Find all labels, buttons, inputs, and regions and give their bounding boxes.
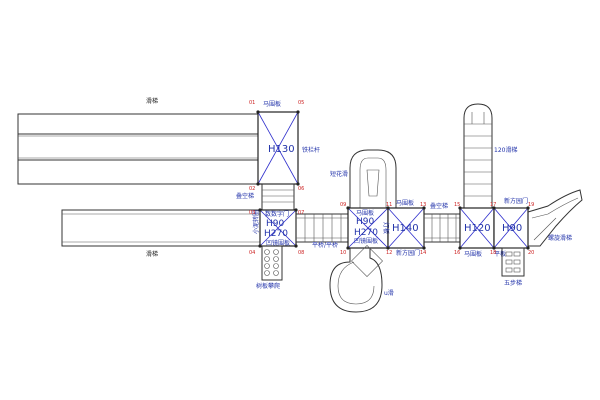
height-h90-right: H90: [502, 223, 522, 234]
u-slide: [329, 245, 383, 313]
mawei-label-1: 马围板: [263, 100, 281, 108]
tielan-label: 铁栏杆: [302, 146, 320, 154]
height-h130: H130: [268, 144, 295, 155]
point-16: 16: [454, 250, 460, 256]
point-06: 06: [298, 186, 304, 192]
point-05: 05: [298, 100, 304, 106]
pingqiao-label: 平桥/平桥: [312, 241, 338, 249]
point-03: 03: [249, 210, 255, 216]
point-15: 15: [454, 202, 460, 208]
dieceng-label-2: 叠空梯: [430, 202, 448, 210]
shuban-label: 树板攀爬: [256, 282, 280, 290]
tube-slide-label: 120滑梯: [494, 146, 517, 154]
bridge-right: [423, 213, 461, 243]
point-18: 18: [490, 250, 496, 256]
point-17: 17: [490, 202, 496, 208]
top-slide: [17, 113, 259, 185]
huaban-label: 平板: [494, 250, 506, 258]
xuanzhuan-label: 螺旋滑梯: [548, 234, 572, 242]
point-20: 20: [528, 250, 534, 256]
height-h270-middle: H270: [354, 228, 378, 238]
height-h90-middle: H90: [356, 217, 374, 227]
stair-connector: [261, 183, 295, 211]
mawei-label-4: 马围板: [464, 250, 482, 258]
point-07: 07: [298, 210, 304, 216]
point-01: 01: [249, 100, 255, 106]
bottom-slide-label: 滑梯: [146, 250, 158, 258]
top-slide-label: 滑梯: [146, 97, 158, 105]
height-h270-left: H270: [264, 229, 288, 239]
dengpai-label: 灯板: [382, 222, 390, 234]
platform-h90-left: [259, 209, 297, 247]
point-19: 19: [528, 202, 534, 208]
point-14: 14: [420, 250, 426, 256]
five-step-ladder: [501, 247, 525, 277]
point-08: 08: [298, 250, 304, 256]
height-h140: H140: [392, 223, 419, 234]
platform-h120: [459, 207, 495, 249]
xinfang-label-2: 新方园门: [504, 197, 528, 205]
platform-h90-middle: [347, 207, 389, 249]
platform-h140: [387, 207, 425, 249]
bridge-left: [295, 213, 349, 243]
aojing-label-1: 凹镜围板: [266, 239, 290, 247]
wubu-label: 五步梯: [504, 279, 522, 287]
corner-dots: [256, 110, 530, 250]
height-h120: H120: [464, 223, 491, 234]
bottom-slide: [61, 209, 263, 247]
point-13: 13: [420, 202, 426, 208]
point-12: 12: [386, 250, 392, 256]
short-slide: [349, 149, 397, 208]
uhua-label: u滑: [384, 289, 394, 297]
point-04: 04: [249, 250, 255, 256]
aojing-label-2: 凹镜围板: [354, 237, 378, 245]
point-02: 02: [249, 186, 255, 192]
spiral-slide: [527, 189, 583, 247]
climbing-board: [261, 245, 283, 281]
mawei-label-3: 马围板: [396, 199, 414, 207]
xiaonihuan-label: 小泥转圈: [252, 210, 260, 234]
point-09: 09: [340, 202, 346, 208]
point-11: 11: [386, 202, 392, 208]
mawei-label-2: 马围板: [356, 209, 374, 217]
xinfang-label-1: 新方园门: [396, 249, 420, 257]
dieceng-label-1: 叠空梯: [236, 192, 254, 200]
height-h90-left: H90: [266, 219, 284, 229]
tube-slide-120: [463, 103, 493, 208]
duanxuan-label: 短花滑: [330, 170, 348, 178]
shuzi-men-label: 数数字门: [265, 210, 289, 218]
point-10: 10: [340, 250, 346, 256]
